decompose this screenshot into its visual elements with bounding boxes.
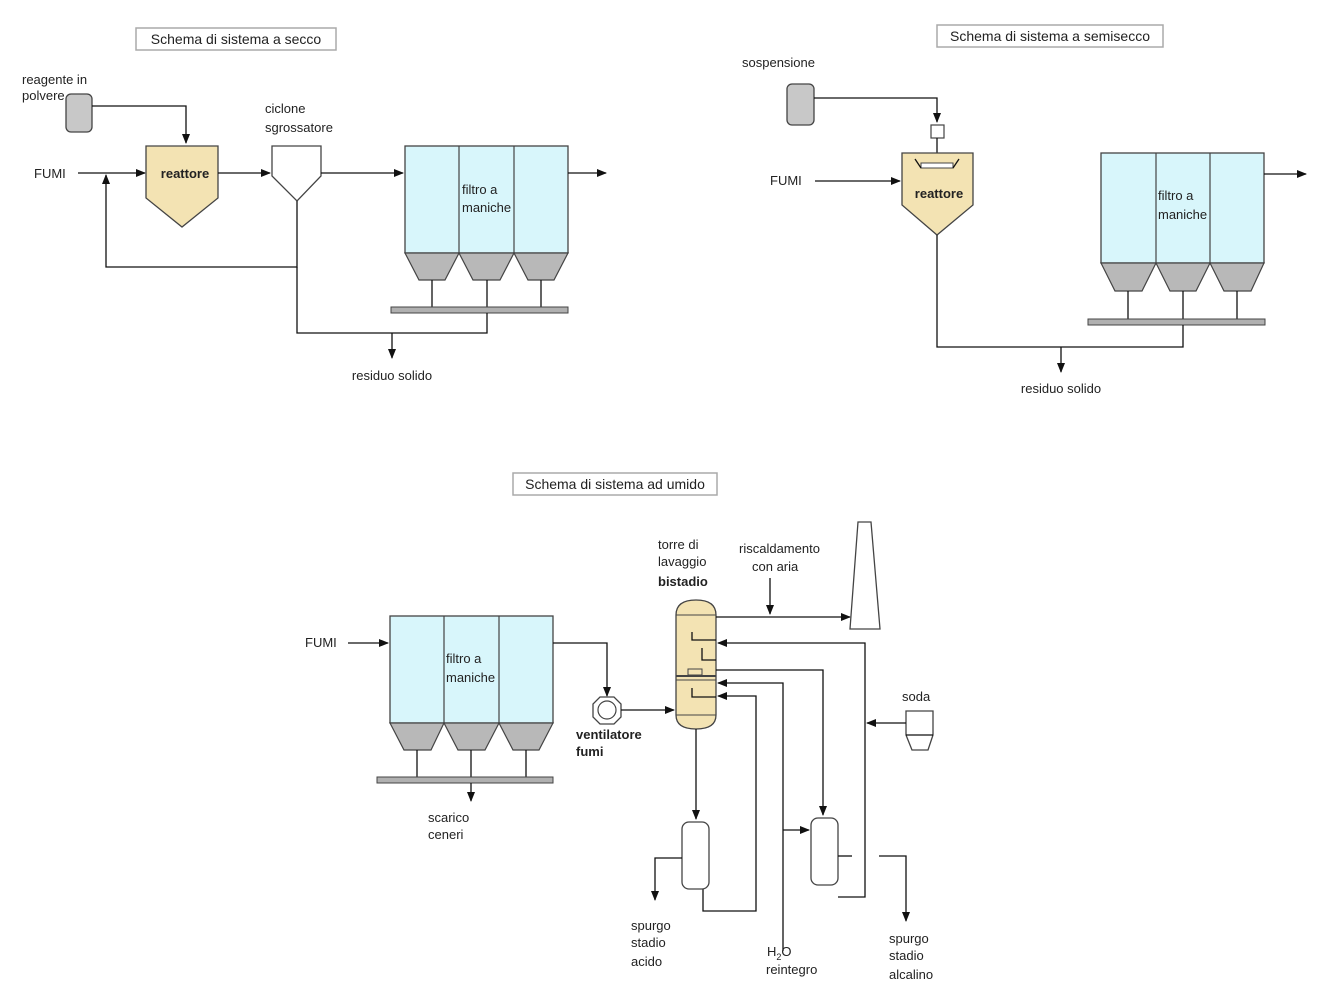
dry-reactor [145,145,219,228]
dry-title: Schema di sistema a secco [151,31,322,47]
wet-filter-label: filtro a [446,651,482,666]
tower-label-2: lavaggio [658,554,706,569]
reagent-label: reagente in [22,72,87,87]
acid-purge-label-3: acido [631,954,662,969]
semidry-title-box [936,24,1164,48]
dry-system: Schema di sistema a secco reagente in po… [22,27,607,383]
spray-atomizer [920,162,954,169]
alkaline-purge-label: spurgo [889,931,929,946]
semidry-fumi-label: FUMI [770,173,802,188]
water-label-o: O [781,944,791,959]
mid-tower-to-alkaline-separator [716,669,827,816]
acid-purge-line [651,857,682,901]
wet-title-box [512,472,718,496]
water-label-h: H [767,944,776,959]
fan-label-2: fumi [576,744,603,759]
dry-reactor-label: reattore [161,166,209,181]
wet-system: Schema di sistema ad umido FUMI filtro a… [305,472,934,982]
semidry-title: Schema di sistema a semisecco [950,28,1150,44]
ash-label-2: ceneri [428,827,464,842]
tower-label: torre di [658,537,699,552]
suspension-label: sospensione [742,55,815,70]
alkaline-recirc-return [717,639,866,898]
alkaline-purge-label-3: alcalino [889,967,933,982]
dry-title-box [135,27,337,51]
acid-purge-label-2: stadio [631,935,666,950]
filter-to-fan [553,642,611,697]
dry-recirculation [102,174,298,268]
acid-purge-label: spurgo [631,918,671,933]
semidry-residue-collector [936,235,1184,348]
semidry-filter-label-2: maniche [1158,207,1207,222]
water-makeup-line [717,679,784,951]
fan [592,696,622,725]
dry-residue-collector [296,267,488,334]
stack [849,521,881,630]
scrubber-tower [675,599,717,730]
dry-filter-label: filtro a [462,182,498,197]
heating-label: riscaldamento [739,541,820,556]
alkaline-purge-label-2: stadio [889,948,924,963]
semidry-filter-label: filtro a [1158,188,1194,203]
dry-bag-filter [390,145,569,314]
semidry-system: Schema di sistema a semisecco sospension… [742,24,1307,396]
wet-title: Schema di sistema ad umido [525,476,705,492]
ash-label: scarico [428,810,469,825]
semidry-bag-filter [1087,152,1266,326]
cyclone-label-2: sgrossatore [265,120,333,135]
semidry-residue-label: residuo solido [1021,381,1101,396]
dry-filter-label-2: maniche [462,200,511,215]
alkaline-purge-line [879,855,910,922]
tower-label-3: bistadio [658,574,708,589]
acid-separator [681,821,710,890]
cyclone-label: ciclone [265,101,305,116]
wet-bag-filter [376,615,554,784]
wet-filter-label-2: maniche [446,670,495,685]
suspension-tank [786,83,815,126]
cyclone [271,145,322,202]
fan-label: ventilatore [576,727,642,742]
water-label-2: reintegro [766,962,817,977]
dry-fumi-label: FUMI [34,166,66,181]
soda-tank [905,710,934,751]
acid-recirc-return [702,692,757,912]
water-label-sub: 2 [776,952,781,962]
soda-label: soda [902,689,931,704]
water-label: H2O [767,944,792,962]
alkaline-separator [810,817,839,886]
reagent-silo [65,93,93,133]
suspension-line [814,97,941,123]
semidry-reactor [901,152,974,236]
reagent-line [92,105,190,144]
semidry-reactor-label: reattore [915,186,963,201]
reagent-label-2: polvere [22,88,65,103]
wet-fumi-label: FUMI [305,635,337,650]
dry-residue-label: residuo solido [352,368,432,383]
heating-label-2: con aria [752,559,799,574]
atomizer-nozzle [930,124,945,139]
